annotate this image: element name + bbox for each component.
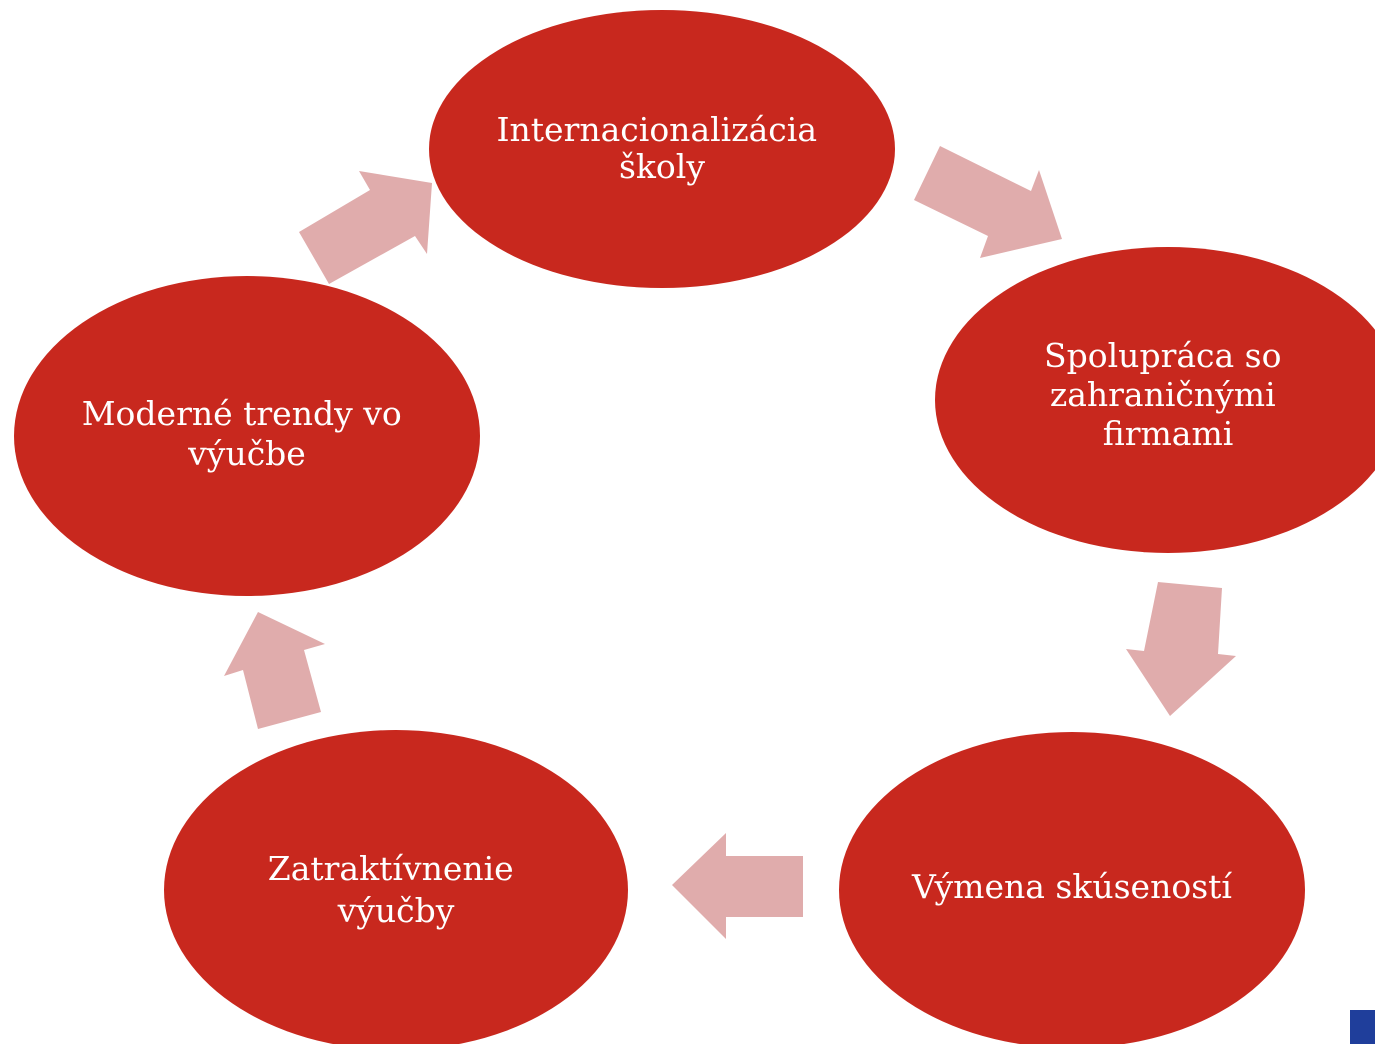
svg-text:Spolupráca so zahraničný: Spolupráca so zahraničnými firmami	[1044, 336, 1292, 453]
node-zatraktivnenie-line-1: Zatraktívnenie	[268, 849, 514, 888]
svg-text:Zatraktívnenie výučby: Zatraktívnenie výučby	[268, 849, 524, 930]
node-zatraktivnenie-line-2: výučby	[337, 891, 455, 930]
arrow-internacionalizacia-to-spolupraca	[914, 146, 1062, 258]
node-internacionalizacia-line-2: školy	[619, 147, 705, 186]
svg-text:Výmena skúseností: Výmena skúseností	[911, 867, 1232, 906]
cycle-arrows	[224, 146, 1236, 939]
node-moderne-trendy-line-2: výučbe	[187, 434, 306, 473]
node-vymena: Výmena skúseností	[839, 732, 1305, 1044]
node-moderne-trendy: Moderné trendy vo výučbe	[14, 276, 480, 596]
node-spolupraca-line-2: zahraničnými	[1050, 375, 1276, 414]
arrow-moderne-trendy-to-internacionalizacia	[299, 171, 432, 284]
arrow-zatraktivnenie-to-moderne-trendy	[224, 612, 325, 729]
node-spolupraca-line-3: firmami	[1103, 414, 1234, 453]
node-spolupraca: Spolupráca so zahraničnými firmami	[935, 247, 1375, 553]
node-moderne-trendy-line-1: Moderné trendy vo	[82, 394, 402, 433]
node-internacionalizacia: Internacionalizácia školy	[429, 10, 895, 288]
svg-text:Moderné trendy vo výučbe: Moderné trendy vo výučbe	[82, 394, 412, 473]
node-internacionalizacia-line-1: Internacionalizácia	[497, 110, 818, 149]
eu-flag-icon	[1350, 1010, 1375, 1044]
node-vymena-line-1: Výmena skúseností	[911, 867, 1232, 906]
node-zatraktivnenie: Zatraktívnenie výučby	[164, 730, 628, 1044]
svg-text:Internacionalizácia škol: Internacionalizácia školy	[497, 110, 828, 186]
arrow-vymena-to-zatraktivnenie	[672, 833, 803, 939]
arrow-spolupraca-to-vymena	[1126, 582, 1236, 716]
node-spolupraca-line-1: Spolupráca so	[1044, 336, 1281, 375]
